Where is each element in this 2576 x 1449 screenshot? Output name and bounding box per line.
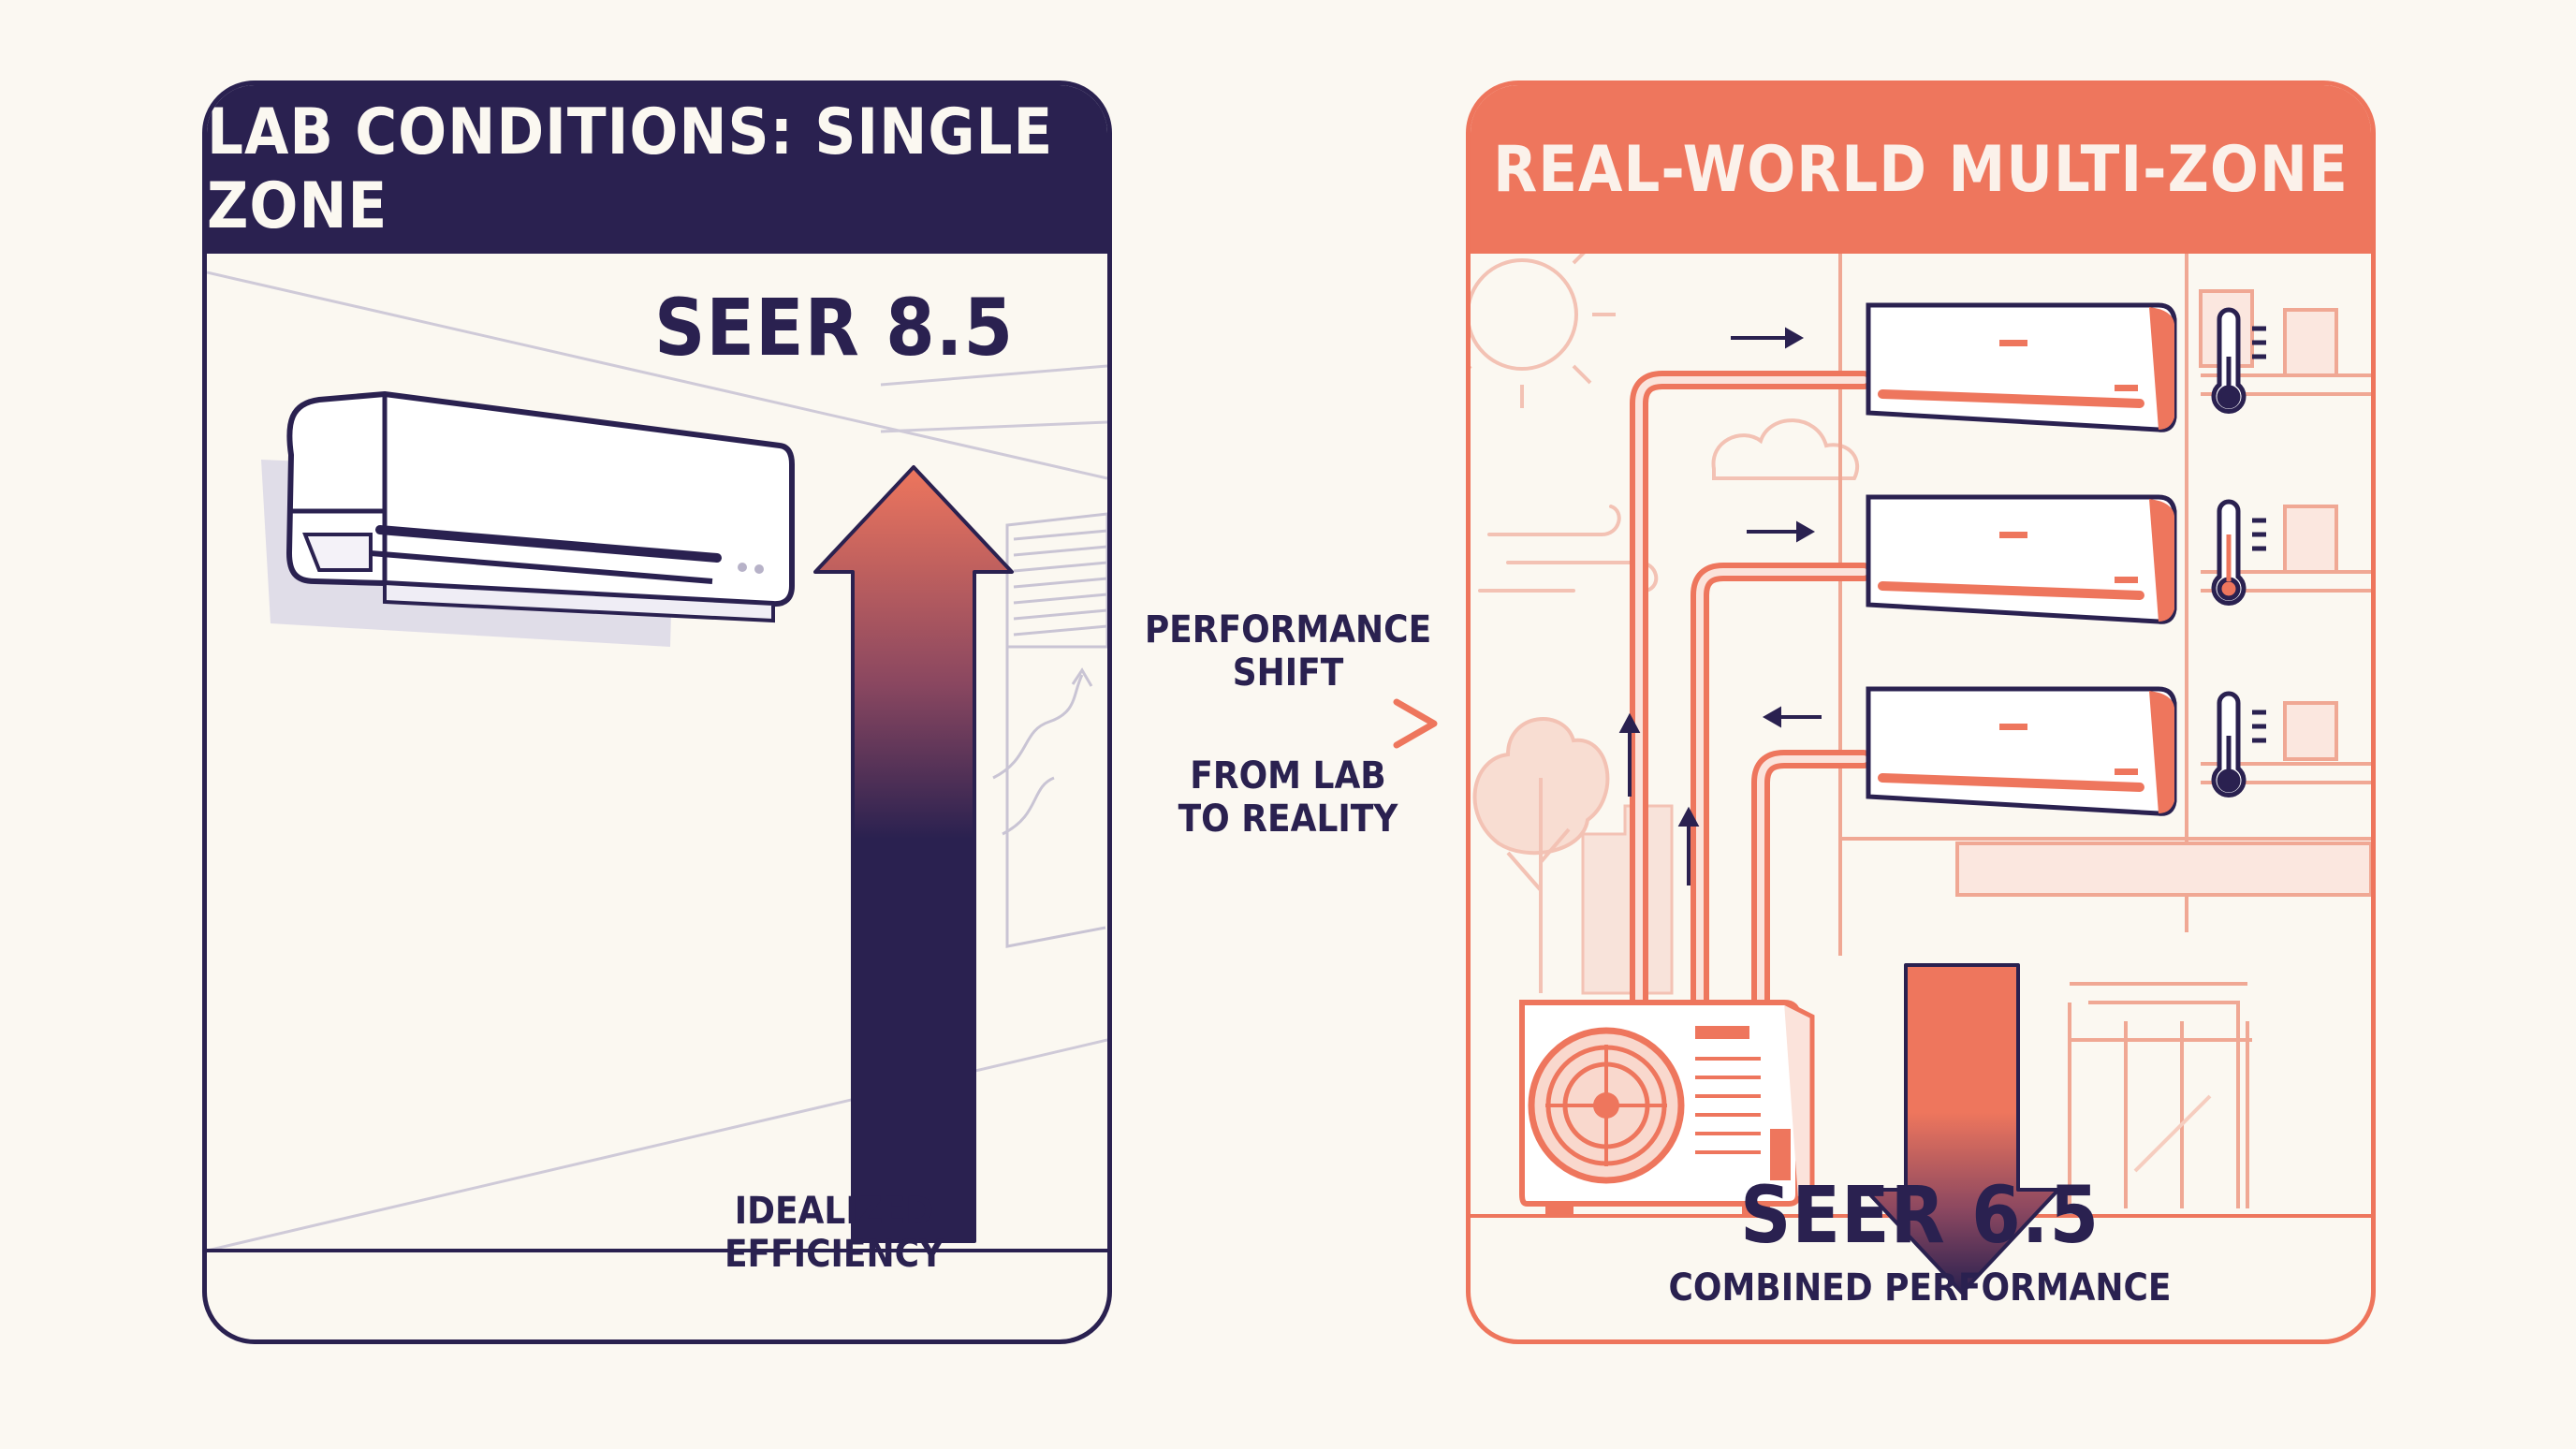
- real-world-panel: REAL-WORLD MULTI-ZONE: [1466, 80, 2376, 1344]
- building-illustration: [1471, 254, 2371, 1295]
- down-arrow-icon: [1864, 963, 2060, 1295]
- indoor-unit-top: [1866, 302, 2177, 432]
- real-world-seer-value: SEER 6.5: [1739, 1169, 2100, 1261]
- performance-shift-arrow: [1138, 698, 1438, 749]
- indoor-unit-middle: [1866, 494, 2177, 624]
- lab-conditions-panel: LAB CONDITIONS: SINGLE ZONE: [202, 80, 1112, 1344]
- transition-sublabel-line2: TO REALITY: [1178, 798, 1398, 841]
- transition-label-line1: PERFORMANCE: [1144, 608, 1432, 651]
- lab-panel-title: LAB CONDITIONS: SINGLE ZONE: [207, 85, 1107, 254]
- indoor-unit-bottom: [1866, 686, 2177, 816]
- wall-ac-unit-icon: [261, 391, 795, 647]
- background-buildings: [1581, 804, 1674, 995]
- thermometer-icon: [2211, 499, 2266, 606]
- transition-sublabel-line1: FROM LAB: [1190, 754, 1386, 798]
- up-arrow-icon: [813, 465, 1014, 1243]
- lab-caption-line2: EFFICIENCY: [724, 1233, 944, 1276]
- transition-label-line2: SHIFT: [1232, 651, 1344, 695]
- building-structure: [1838, 254, 2371, 1208]
- vent-icon: [992, 512, 1107, 948]
- lab-room-illustration: [207, 271, 1107, 1252]
- real-world-caption: COMBINED PERFORMANCE: [1668, 1266, 2172, 1310]
- thermometer-icon: [2211, 307, 2266, 414]
- lab-caption-line1: IDEALIZED: [734, 1190, 934, 1233]
- refrigerant-pipes: [1630, 371, 1873, 1012]
- outdoor-condenser-icon: [1519, 1000, 1815, 1215]
- sun-icon: [1471, 254, 1616, 408]
- thermometer-icon: [2211, 691, 2266, 798]
- lab-seer-value: SEER 8.5: [653, 282, 1015, 373]
- cloud-icon: [1711, 418, 1860, 480]
- real-world-panel-title: REAL-WORLD MULTI-ZONE: [1471, 85, 2371, 254]
- flow-arrows: [1618, 327, 1822, 886]
- tree-icon: [1472, 717, 1610, 993]
